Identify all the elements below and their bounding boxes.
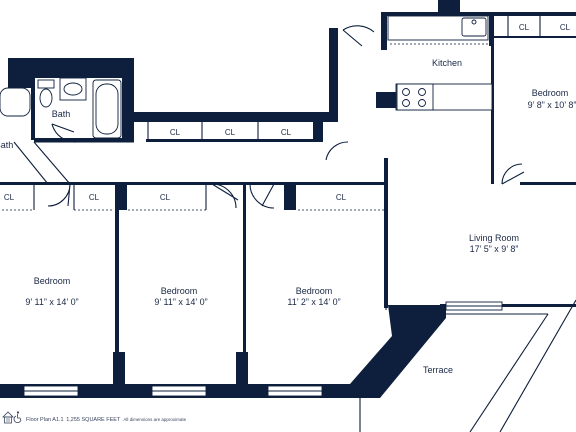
wall-bath-divider: [31, 78, 35, 140]
wall-bath-top: [8, 58, 133, 78]
room-label-bedroom-1: Bedroom: [34, 276, 71, 286]
room-label-bath-left: Bath: [0, 140, 13, 150]
wall-bedroom-pier-3: [113, 352, 125, 388]
door-swing-bedroom-3: [249, 183, 275, 209]
door-swing-ne-bedroom: [501, 163, 525, 185]
room-labels: Kitchen Bedroom 9’ 8” x 10’ 8” Bath Bath…: [0, 58, 576, 375]
footer-note: All dimensions are approximate: [123, 417, 186, 422]
door-swing-bath: [51, 123, 77, 143]
room-label-terrace: Terrace: [423, 365, 453, 375]
bathtub-inner: [95, 83, 119, 135]
wall-bath-right: [122, 58, 134, 142]
wall-ne-bedroom-left: [491, 46, 494, 184]
kitchen-sink: [461, 17, 487, 37]
closet-label-kitchen-2: CL: [560, 23, 571, 32]
wall-corridor-top: [122, 112, 333, 122]
closet-label-corridor-3: CL: [281, 128, 292, 137]
closet-labels: CL CL CL CL CL CL CL CL CL: [4, 23, 571, 202]
room-dims-bedroom-3: 11’ 2” x 14’ 0”: [287, 297, 340, 307]
room-label-bedroom-ne: Bedroom: [532, 88, 569, 98]
range-burner-1: [402, 88, 410, 96]
bath-sink-basin: [63, 82, 83, 96]
left-bathtub: [0, 87, 31, 117]
room-label-bedroom-3: Bedroom: [296, 286, 333, 296]
closet-label-corridor-2: CL: [225, 128, 236, 137]
wall-closet-line: [146, 139, 318, 142]
door-swing-corridor: [325, 141, 349, 161]
door-swing-bedroom-1: [47, 183, 71, 207]
room-label-kitchen: Kitchen: [432, 58, 462, 68]
thin-lines: [0, 15, 576, 432]
closet-label-corridor-1: CL: [170, 128, 181, 137]
corridor-line-2: [33, 141, 71, 185]
wall-corridor-stub: [329, 28, 338, 122]
wall-bedroom-pier-1: [115, 184, 127, 210]
wall-living-bottom: [440, 304, 576, 307]
wall-ne-bedroom-bottom: [520, 182, 576, 185]
kitchen-range: [396, 83, 434, 111]
range-burner-2: [418, 88, 426, 96]
wall-bedroom-divider-2: [243, 184, 246, 370]
equal-housing-icon: [2, 411, 14, 424]
room-label-bath: Bath: [52, 109, 71, 119]
closet-label-kitchen-1: CL: [519, 23, 530, 32]
room-dims-living: 17’ 5” x 9’ 8”: [470, 244, 519, 254]
wall-bedroom-divider-1: [115, 208, 119, 370]
room-dims-bedroom-2: 9’ 11” x 14’ 0”: [154, 297, 207, 307]
closet-label-bedroom-1a: CL: [4, 193, 15, 202]
wall-corridor-right: [313, 120, 323, 142]
toilet-tank: [37, 79, 55, 89]
room-dims-bedroom-ne: 9’ 8” x 10’ 8”: [528, 100, 576, 110]
room-label-living: Living Room: [469, 233, 519, 243]
wall-bedroom-pier-2: [284, 184, 296, 210]
wall-bedroom-pier-4: [236, 352, 248, 388]
wall-top: [381, 12, 576, 16]
range-burner-4: [418, 99, 426, 107]
walls: [0, 0, 576, 398]
wall-kitchen-right: [489, 16, 494, 46]
accessibility-icon: [13, 411, 22, 423]
footer-area: 1,255 SQUARE FEET: [66, 417, 121, 423]
corridor-line-1: [13, 141, 49, 185]
wall-terrace-diagonal: [350, 305, 446, 398]
terrace-edge: [499, 299, 576, 432]
wall-kitchen-left: [381, 12, 387, 50]
range-burner-3: [402, 99, 410, 107]
wall-top-stub: [438, 0, 460, 14]
wall-bedrooms-top: [0, 182, 386, 185]
closet-label-bedroom-2: CL: [160, 193, 171, 202]
room-label-bedroom-2: Bedroom: [161, 286, 198, 296]
wall-ne-bedroom-top: [494, 36, 576, 38]
kitchen-faucet: [471, 19, 477, 25]
room-dims-bedroom-1: 9’ 11” x 14’ 0”: [25, 297, 78, 307]
closet-label-bedroom-3: CL: [336, 193, 347, 202]
footer-plan: Floor Plan A1.1: [26, 417, 64, 423]
wall-bath-front: [34, 138, 134, 142]
terrace-rail-diagonal: [469, 313, 549, 432]
door-swing-main: [342, 25, 375, 47]
wall-range-block: [376, 92, 396, 108]
toilet-bowl: [39, 88, 53, 108]
door-swing-bedroom-2: [211, 183, 239, 209]
wall-bath-left: [8, 58, 34, 88]
closet-label-bedroom-1b: CL: [89, 193, 100, 202]
